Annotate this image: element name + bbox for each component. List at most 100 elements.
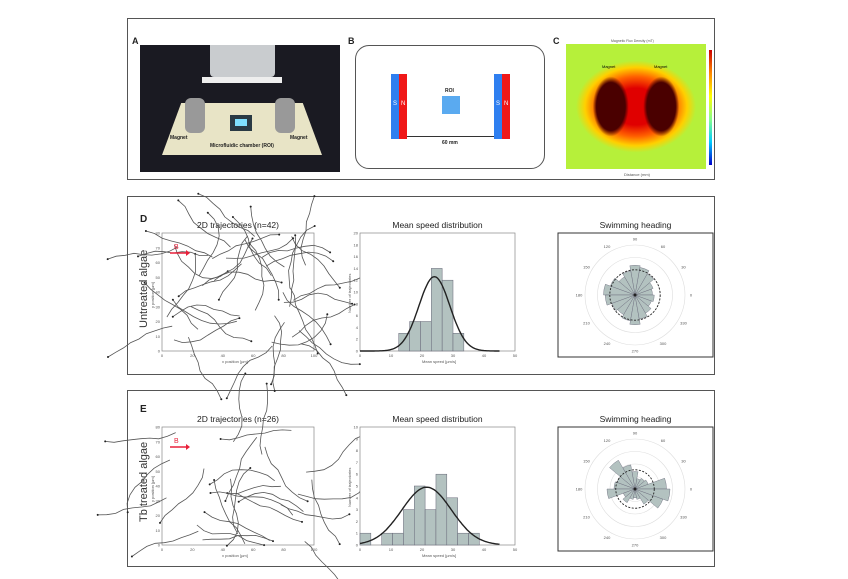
trajectory-end-point bbox=[96, 513, 99, 516]
trajectory-end-point bbox=[278, 233, 281, 236]
panel-label-c: C bbox=[553, 36, 560, 46]
trajectory-end-point bbox=[238, 317, 241, 320]
grid-circle bbox=[584, 244, 686, 346]
trajectory-path bbox=[190, 306, 252, 342]
arrow-head bbox=[186, 250, 190, 256]
trajectory-path bbox=[265, 251, 334, 267]
trajectory-path bbox=[210, 485, 281, 495]
y-tick-label: 4 bbox=[356, 495, 359, 500]
trajectory-path bbox=[144, 282, 199, 330]
magnet-right-label: Magnet bbox=[290, 135, 308, 141]
trajectory-path bbox=[198, 212, 220, 277]
trajectory-title: 2D trajectories (n=26) bbox=[197, 414, 279, 424]
trajectory-end-point bbox=[106, 258, 109, 261]
trajectory-end-point bbox=[197, 192, 200, 195]
traj-xlabel: x position [µm] bbox=[222, 553, 248, 558]
trajectory-end-point bbox=[208, 483, 211, 486]
s-pole-label: S bbox=[393, 101, 398, 107]
trajectory-end-point bbox=[358, 363, 361, 366]
angle-tick-label: 240 bbox=[604, 341, 611, 346]
trajectory-end-point bbox=[348, 513, 351, 516]
trajectory-end-point bbox=[209, 492, 212, 494]
y-tick-label: 20 bbox=[156, 513, 161, 518]
row-side-label: Tb treated algae bbox=[138, 441, 150, 522]
magnet-label: Magnet bbox=[602, 64, 616, 69]
y-tick-label: 10 bbox=[354, 290, 359, 295]
trajectory-path bbox=[227, 492, 294, 516]
trajectory-path bbox=[188, 336, 222, 400]
angle-tick-label: 240 bbox=[604, 535, 611, 540]
trajectory-path bbox=[172, 304, 240, 318]
angle-tick-label: 180 bbox=[576, 293, 583, 298]
trajectory-path bbox=[270, 315, 283, 385]
y-tick-label: 14 bbox=[354, 266, 359, 271]
trajectory-end-point bbox=[294, 234, 297, 237]
trajectory-path bbox=[213, 479, 246, 544]
trajectory-end-point bbox=[249, 467, 252, 469]
y-tick-label: 10 bbox=[156, 528, 161, 533]
reference-circle bbox=[609, 269, 661, 321]
trajectory-end-point bbox=[217, 298, 220, 301]
y-tick-label: 0 bbox=[356, 349, 359, 354]
trajectory-path bbox=[131, 530, 199, 557]
trajectory-path bbox=[173, 317, 240, 344]
y-tick-label: 4 bbox=[356, 325, 359, 330]
trajectory-path bbox=[202, 238, 253, 287]
x-tick-label: 10 bbox=[389, 353, 394, 358]
b-field-marker: B bbox=[174, 438, 179, 445]
y-tick-label: 2 bbox=[356, 337, 359, 342]
trajectory-path bbox=[212, 234, 280, 259]
trajectory-path bbox=[236, 492, 303, 523]
x-tick-label: 40 bbox=[221, 353, 226, 358]
rose-bin bbox=[629, 294, 641, 325]
angle-tick-label: 60 bbox=[661, 438, 666, 443]
trajectory-end-point bbox=[143, 281, 146, 284]
y-tick-label: 16 bbox=[354, 254, 359, 259]
traj-xlabel: x position [µm] bbox=[222, 359, 248, 364]
y-tick-label: 20 bbox=[156, 319, 161, 324]
x-tick-label: 100 bbox=[311, 353, 318, 358]
trajectory-path bbox=[244, 239, 280, 300]
trajectory-path bbox=[225, 237, 294, 259]
panel-label-e: E bbox=[140, 404, 147, 415]
hist-ylabel: Number of trajectories bbox=[347, 467, 352, 507]
trajectory-end-point bbox=[250, 340, 253, 343]
y-tick-label: 80 bbox=[156, 231, 161, 236]
n-pole-label: N bbox=[401, 101, 406, 107]
trajectory-end-point bbox=[251, 237, 254, 240]
trajectory-end-point bbox=[224, 500, 227, 502]
trajectory-end-point bbox=[126, 511, 129, 514]
trajectory-path bbox=[178, 200, 231, 248]
x-tick-label: 30 bbox=[451, 353, 456, 358]
y-tick-label: 8 bbox=[356, 448, 359, 453]
histogram-title: Mean speed distribution bbox=[392, 220, 483, 230]
trajectory-end-point bbox=[280, 281, 283, 284]
angle-tick-label: 90 bbox=[633, 237, 638, 242]
y-tick-label: 0 bbox=[356, 543, 359, 548]
trajectory-path bbox=[238, 491, 304, 512]
histogram-bar bbox=[452, 333, 465, 352]
trajectory-path bbox=[311, 479, 341, 545]
reference-circle bbox=[615, 469, 655, 509]
trajectory-end-point bbox=[313, 225, 316, 227]
trajectory-path bbox=[264, 446, 308, 502]
trajectory-end-point bbox=[277, 298, 280, 301]
angle-tick-label: 330 bbox=[680, 515, 687, 520]
colorbar bbox=[709, 50, 712, 165]
arrow-head bbox=[186, 444, 190, 450]
trajectory-path bbox=[105, 432, 176, 443]
magnet-left-label: Magnet bbox=[170, 135, 188, 141]
rose-bin bbox=[634, 294, 648, 320]
angle-tick-label: 60 bbox=[661, 244, 666, 249]
x-tick-label: 0 bbox=[359, 353, 362, 358]
trajectory-end-point bbox=[244, 372, 247, 375]
histogram-bar bbox=[414, 485, 426, 546]
y-tick-label: 3 bbox=[356, 507, 359, 512]
panel-label-b: B bbox=[348, 36, 355, 46]
traj-ylabel: y position [µm] bbox=[150, 282, 155, 308]
hist-xlabel: Mean speed [µm/s] bbox=[422, 553, 457, 558]
trajectory-end-point bbox=[213, 479, 216, 481]
trajectory-path bbox=[159, 468, 205, 524]
panel-label-d: D bbox=[140, 214, 148, 225]
